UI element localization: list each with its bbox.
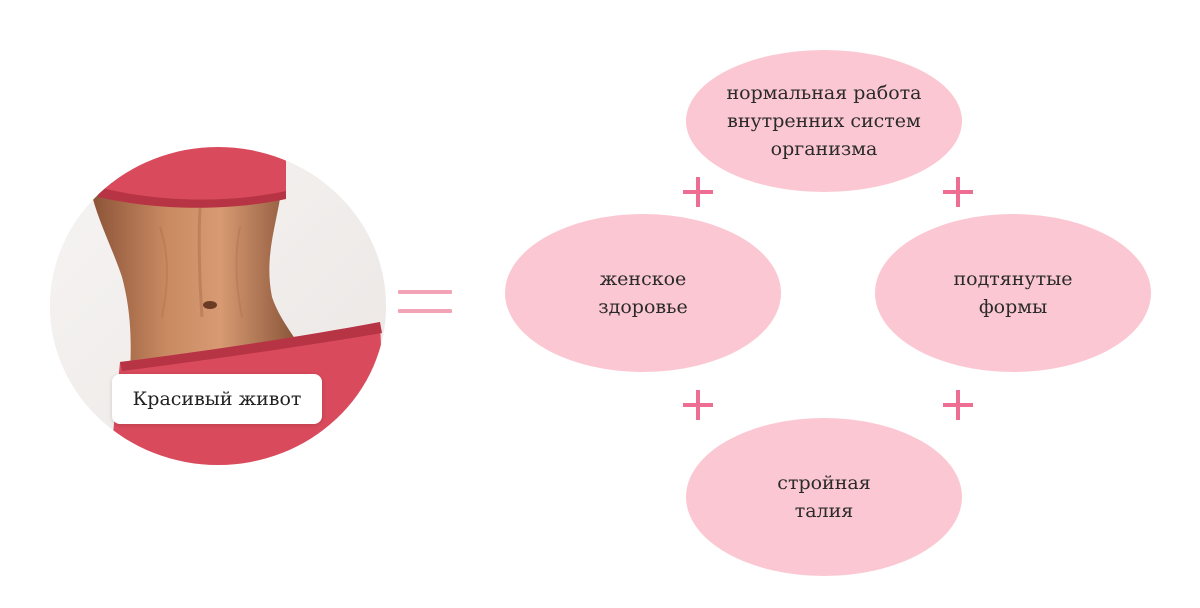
torso-illustration: [50, 147, 386, 465]
node-womens-health: женское здоровье: [505, 214, 781, 372]
torso-photo: [50, 147, 386, 465]
equals-bar-bottom: [398, 309, 452, 313]
caption-label: Красивый живот: [112, 374, 322, 424]
equals-bar-top: [398, 290, 452, 294]
plus-icon-top-left: [683, 177, 713, 207]
node-internal-systems: нормальная работа внутренних систем орга…: [686, 50, 962, 192]
node-toned-shape: подтянутые формы: [875, 214, 1151, 372]
plus-icon-bottom-right: [943, 390, 973, 420]
node-slim-waist: стройная талия: [686, 418, 962, 576]
plus-icon-top-right: [943, 177, 973, 207]
plus-icon-bottom-left: [683, 390, 713, 420]
